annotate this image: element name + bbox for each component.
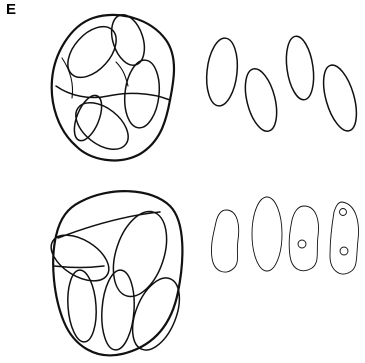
isolated-cell (240, 66, 283, 135)
isolated-cell (283, 35, 318, 102)
inclusion-body (340, 247, 348, 255)
inclusion-body (298, 240, 306, 248)
top-cell-cluster (52, 11, 174, 161)
isolated-cell (204, 37, 241, 108)
top-cluster-cell (59, 18, 126, 87)
isolated-cell-with-inclusion (289, 206, 318, 271)
isolated-cell (252, 197, 282, 271)
inclusion-body (340, 209, 347, 216)
top-cluster-inner-ridge (56, 86, 170, 100)
isolated-cell (317, 61, 363, 134)
bottom-cell-cluster (43, 191, 188, 357)
bottom-cluster-cell (99, 269, 137, 351)
isolated-cell (211, 210, 238, 272)
top-cluster-outline (52, 15, 174, 160)
bottom-cluster-inner-ridge (58, 212, 160, 238)
bottom-isolated-cells (211, 197, 358, 274)
isolated-cell-with-inclusion (330, 202, 358, 274)
top-isolated-cells (204, 35, 363, 135)
top-cluster-cell (69, 92, 107, 145)
